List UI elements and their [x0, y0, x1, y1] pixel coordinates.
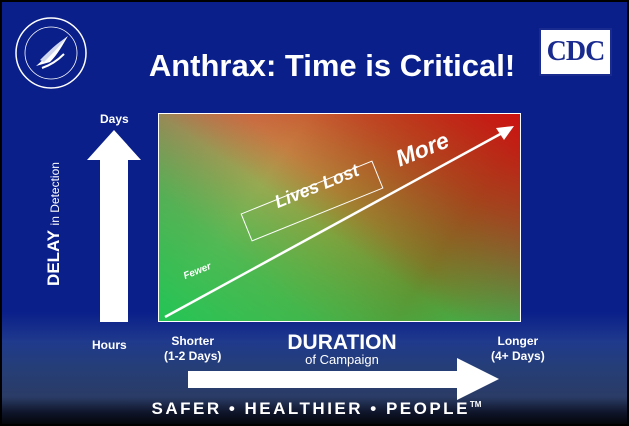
y-axis-title: DELAY	[44, 229, 63, 286]
duration-arrow-icon	[188, 358, 499, 400]
footer-tagline: SAFER • HEALTHIER • PEOPLETM	[2, 399, 627, 419]
x-axis-right-label: Longer (4+ Days)	[491, 334, 545, 364]
x-axis-title: DURATION	[287, 331, 397, 354]
cdc-logo: CDC	[539, 28, 612, 76]
hhs-seal-icon	[15, 17, 87, 89]
y-axis-subtitle: in Detection	[48, 162, 62, 226]
x-axis-left-label: Shorter (1-2 Days)	[164, 334, 221, 364]
x-axis-title-group: DURATION of Campaign	[272, 332, 412, 367]
x-axis-left-label-line2: (1-2 Days)	[164, 349, 222, 363]
x-axis-right-label-line2: (4+ Days)	[491, 349, 545, 363]
x-axis-left-label-line1: Shorter	[171, 334, 215, 348]
lives-lost-arrow	[164, 126, 514, 319]
delay-arrow-icon	[87, 130, 141, 322]
slide-title: Anthrax: Time is Critical!	[148, 48, 516, 83]
gradient-panel: Lives Lost More Fewer	[158, 113, 521, 322]
x-axis-subtitle: of Campaign	[305, 352, 379, 367]
trademark-symbol: TM	[469, 400, 482, 409]
y-axis-top-label: Days	[100, 112, 129, 126]
x-axis-right-label-line1: Longer	[497, 334, 539, 348]
y-axis-bottom-label: Hours	[92, 338, 127, 352]
tagline-text: SAFER • HEALTHIER • PEOPLE	[151, 399, 470, 418]
